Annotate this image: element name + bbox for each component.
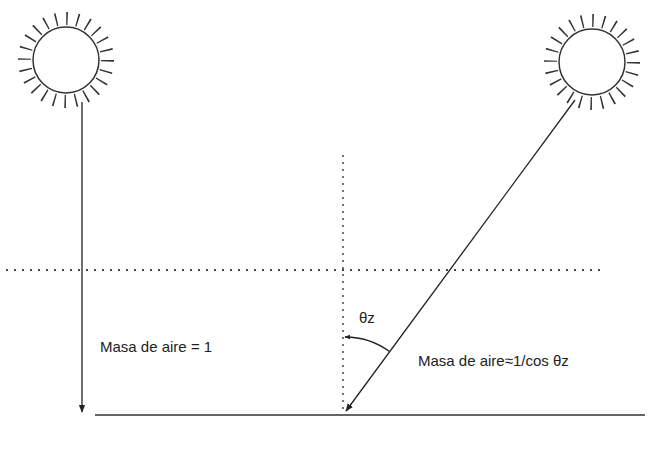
angle-arc — [345, 337, 390, 352]
sun-rays — [25, 19, 108, 102]
sun-symbol — [25, 19, 108, 102]
air-mass-label: Masa de aire≈1/cos θz — [418, 352, 569, 370]
sun-rays — [551, 21, 634, 104]
air-mass-label: Masa de aire = 1 — [100, 338, 212, 356]
atmosphere-limit — [6, 269, 600, 271]
sun-symbol — [551, 21, 634, 104]
ground-line — [95, 414, 645, 416]
sun-disc — [33, 27, 99, 93]
zenith-line — [342, 155, 344, 412]
angle-label: θz — [359, 309, 375, 327]
sun-ray-arrow — [346, 100, 575, 411]
sun-ray-arrow — [81, 102, 82, 412]
sun-disc — [559, 29, 625, 95]
